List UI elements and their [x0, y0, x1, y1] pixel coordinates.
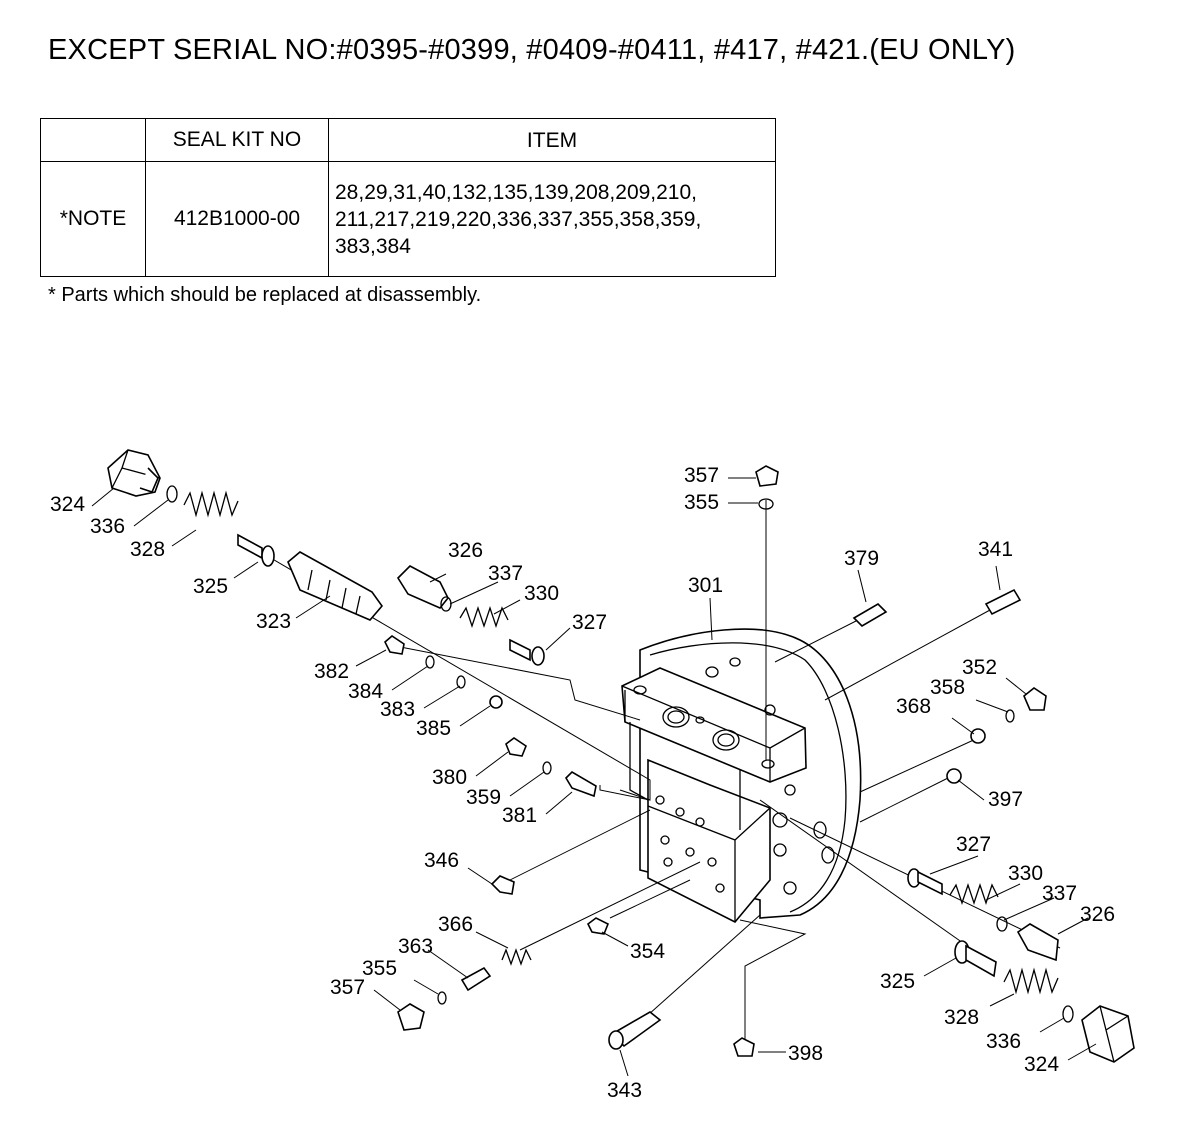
o-ring-383 [456, 675, 466, 689]
label-325-right: 325 [880, 970, 915, 993]
valve-body-301 [621, 628, 862, 924]
plug-352 [1023, 687, 1047, 711]
label-382: 382 [314, 660, 349, 683]
label-384: 384 [348, 680, 383, 703]
label-336-right: 336 [986, 1030, 1021, 1053]
label-326-right: 326 [1080, 903, 1115, 926]
spring-330-right [949, 882, 999, 906]
label-363: 363 [398, 935, 433, 958]
o-ring-337-right [996, 916, 1008, 932]
pin-379 [852, 602, 888, 628]
pin-327-left [509, 638, 545, 666]
pin-327-right [907, 868, 943, 896]
label-326: 326 [448, 539, 483, 562]
label-324-right: 324 [1024, 1053, 1059, 1076]
label-336: 336 [90, 515, 125, 538]
label-327-right: 327 [956, 833, 991, 856]
o-ring-336-top [166, 485, 178, 503]
plug-357-bottom [397, 1003, 425, 1031]
part-labels: 324 336 328 325 323 326 337 330 327 382 … [50, 464, 1115, 1102]
plug-357-top [755, 465, 779, 487]
label-327: 327 [572, 611, 607, 634]
plug-324-top [107, 449, 161, 497]
table-header-seal-kit-no: SEAL KIT NO [145, 118, 329, 162]
label-355-top: 355 [684, 491, 719, 514]
o-ring-355-bottom [437, 991, 447, 1005]
label-301: 301 [688, 574, 723, 597]
spring-330-left [459, 605, 509, 629]
table-row: *NOTE 412B1000-00 28,29,31,40,132,135,13… [40, 161, 776, 277]
page-title: EXCEPT SERIAL NO:#0395-#0399, #0409-#041… [48, 34, 1016, 66]
label-358: 358 [930, 676, 965, 699]
label-398: 398 [788, 1042, 823, 1065]
label-328-right: 328 [944, 1006, 979, 1029]
label-368: 368 [896, 695, 931, 718]
label-357-top: 357 [684, 464, 719, 487]
o-ring-355-top [758, 498, 774, 510]
callout-leaders [91, 477, 1097, 1077]
kit-no-cell: 412B1000-00 [145, 161, 329, 277]
spring-328-right [1003, 967, 1059, 995]
ball-397 [946, 768, 962, 784]
o-ring-384 [425, 655, 435, 669]
spring-328-top [183, 490, 239, 518]
plug-382 [384, 634, 405, 655]
label-397: 397 [988, 788, 1023, 811]
table-header-item: ITEM [328, 118, 776, 162]
footnote: * Parts which should be replaced at disa… [48, 284, 482, 306]
plug-346 [490, 875, 515, 895]
spool-323 [287, 551, 384, 621]
label-383: 383 [380, 698, 415, 721]
o-ring-359 [542, 761, 552, 775]
o-ring-358 [1005, 709, 1015, 723]
items-line-3: 383,384 [335, 234, 411, 258]
label-324: 324 [50, 493, 85, 516]
label-381: 381 [502, 804, 537, 827]
pin-381 [564, 770, 597, 798]
label-337: 337 [488, 562, 523, 585]
plug-326-right [1016, 923, 1059, 962]
spring-366 [501, 948, 532, 966]
label-379: 379 [844, 547, 879, 570]
label-330-right: 330 [1008, 862, 1043, 885]
label-366: 366 [438, 913, 473, 936]
label-354: 354 [630, 940, 665, 963]
items-line-1: 28,29,31,40,132,135,139,208,209,210, [335, 180, 698, 204]
label-359: 359 [466, 786, 501, 809]
items-line-2: 211,217,219,220,336,337,355,358,359, [335, 207, 702, 231]
plug-398 [733, 1037, 755, 1057]
items-cell: 28,29,31,40,132,135,139,208,209,210, 211… [328, 161, 776, 277]
pin-341 [984, 588, 1022, 616]
plug-354 [586, 917, 610, 935]
label-357-bottom: 357 [330, 976, 365, 999]
label-352: 352 [962, 656, 997, 679]
plug-326-left [396, 565, 449, 609]
bolt-343 [608, 1011, 662, 1050]
ball-385 [489, 695, 503, 709]
label-380: 380 [432, 766, 467, 789]
pin-363 [460, 966, 492, 992]
label-346: 346 [424, 849, 459, 872]
note-cell: *NOTE [40, 161, 146, 277]
ball-368 [970, 728, 986, 744]
label-328: 328 [130, 538, 165, 561]
label-343: 343 [607, 1079, 642, 1102]
label-323: 323 [256, 610, 291, 633]
label-330: 330 [524, 582, 559, 605]
seal-kit-table: SEAL KIT NO ITEM *NOTE 412B1000-00 28,29… [40, 118, 776, 277]
plug-380 [505, 737, 527, 757]
plug-324-bottom [1081, 1005, 1135, 1063]
label-355-bottom: 355 [362, 957, 397, 980]
table-header-empty [40, 118, 146, 162]
pin-325-right [954, 940, 997, 978]
o-ring-336-right [1062, 1005, 1074, 1023]
pin-325-top [237, 533, 275, 567]
table-header-row: SEAL KIT NO ITEM [40, 118, 776, 162]
label-341: 341 [978, 538, 1013, 561]
label-325: 325 [193, 575, 228, 598]
label-337-right: 337 [1042, 882, 1077, 905]
label-385: 385 [416, 717, 451, 740]
